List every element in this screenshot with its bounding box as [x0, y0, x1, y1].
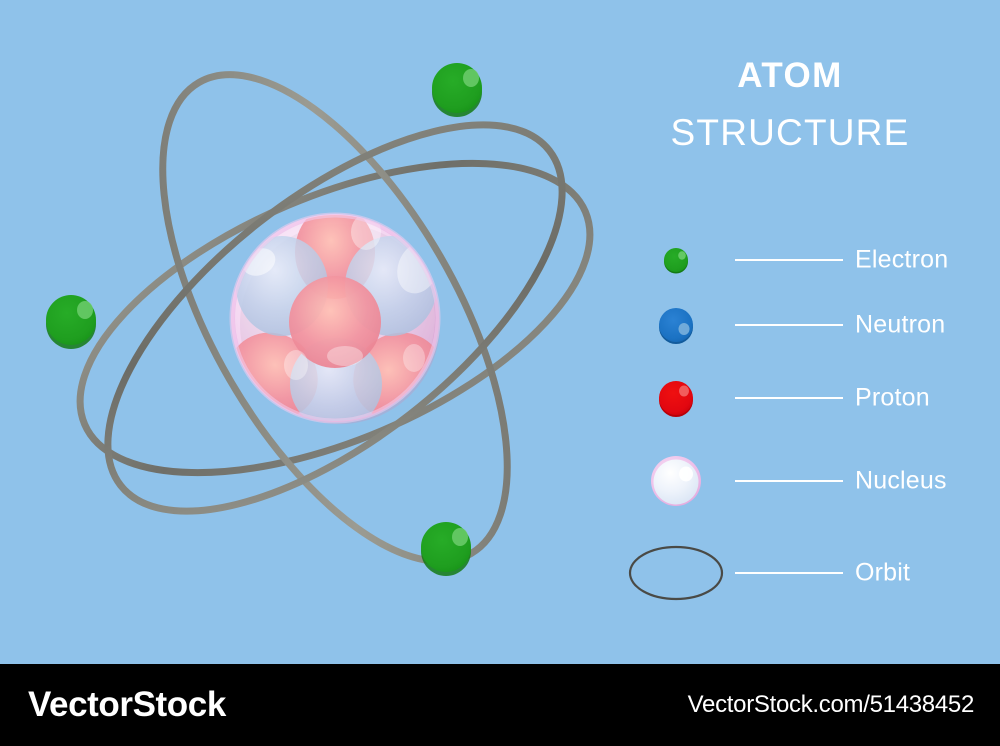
page-title: ATOM STRUCTURE [620, 58, 960, 151]
electron-top-right[interactable] [432, 63, 482, 117]
illustration-canvas: ATOM STRUCTURE Electron [46, 58, 960, 601]
electron-bottom-right[interactable] [421, 522, 471, 576]
nucleus-sphere-icon [651, 456, 701, 506]
nucleus-rim [229, 212, 441, 424]
orbit-ellipse-icon [628, 545, 724, 601]
orbit-2 [159, 71, 511, 565]
footer-brand: VectorStock [28, 685, 226, 724]
legend-connector-proton [735, 397, 843, 399]
legend-label-nucleus: Nucleus [855, 466, 947, 495]
electron-left[interactable] [46, 295, 96, 349]
legend-label-orbit: Orbit [855, 558, 911, 587]
legend-connector-nucleus [735, 480, 843, 482]
footer-bar: VectorStock VectorStock.com/51438452 [0, 664, 1000, 746]
legend-label-neutron: Neutron [855, 310, 946, 339]
title-main: ATOM [737, 56, 843, 95]
electron-sphere-icon [664, 248, 688, 274]
legend-connector-neutron [735, 324, 843, 326]
legend-label-electron: Electron [855, 245, 949, 274]
nucleus-highlight-e [403, 344, 425, 372]
footer-url: VectorStock.com/51438452 [687, 691, 975, 718]
neutron-sphere-icon [659, 308, 693, 344]
legend-label-proton: Proton [855, 383, 930, 412]
orbit-group [76, 71, 594, 565]
atom-diagram [46, 63, 594, 576]
title-sub: STRUCTURE [670, 112, 910, 153]
nucleus-highlight-f [327, 346, 363, 366]
proton-center [289, 276, 381, 368]
electron-group [46, 63, 482, 576]
nucleus-highlight-d [284, 350, 308, 380]
legend-connector-orbit [735, 572, 843, 574]
legend-connector-electron [735, 259, 843, 261]
orbit-3 [104, 121, 566, 515]
proton-sphere-icon [659, 381, 693, 417]
